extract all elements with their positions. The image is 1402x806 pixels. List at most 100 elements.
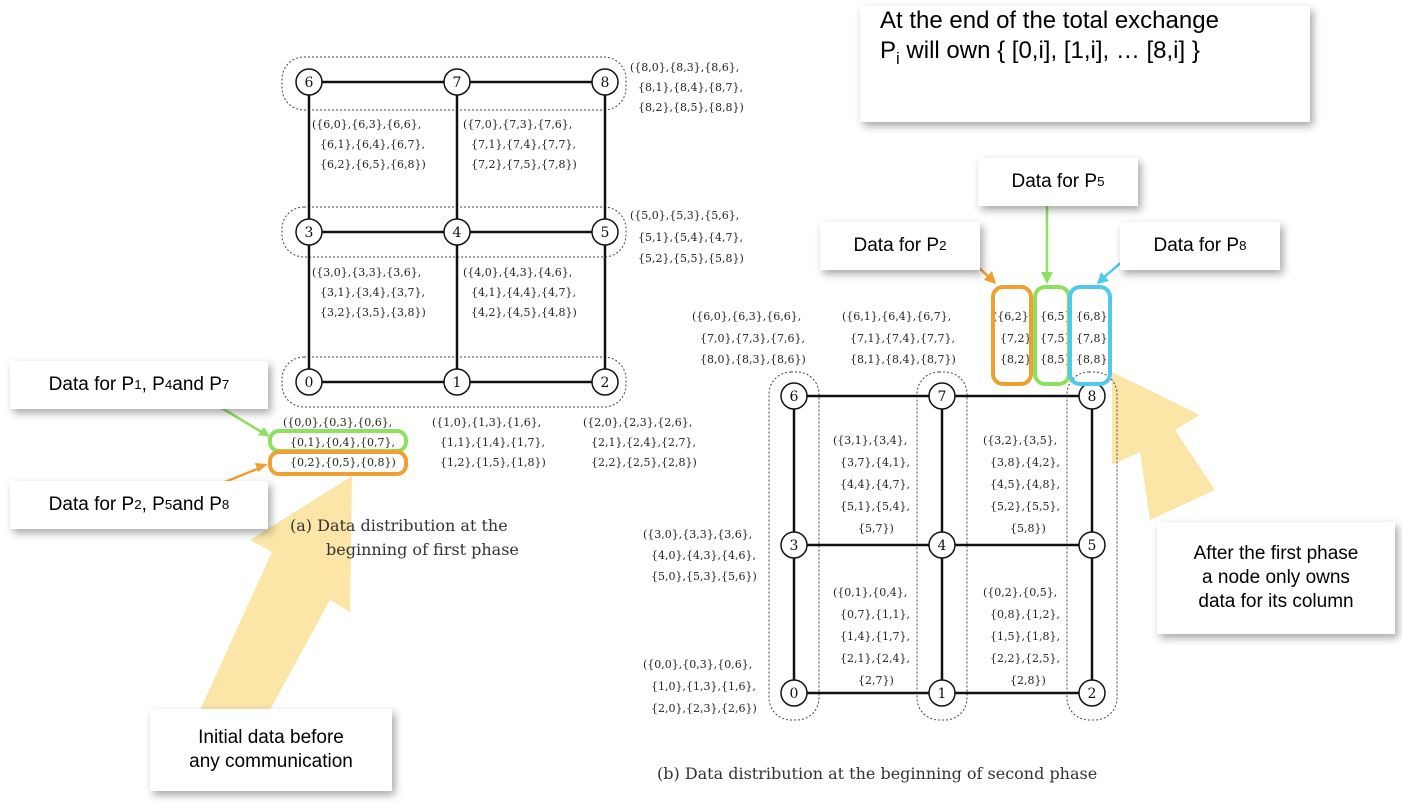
p2-node-1: 1 xyxy=(928,679,956,707)
svg-text:({3,2},{3,5},: ({3,2},{3,5}, xyxy=(983,434,1057,447)
svg-text:{7,8}: {7,8} xyxy=(1076,332,1108,345)
svg-text:5: 5 xyxy=(601,225,610,241)
svg-text:{5,2},{5,5},: {5,2},{5,5}, xyxy=(990,500,1060,513)
svg-text:{4,5},{4,8},: {4,5},{4,8}, xyxy=(990,478,1060,491)
svg-text:({6,0},{6,3},{6,6},: ({6,0},{6,3},{6,6}, xyxy=(692,310,801,323)
p1-data-4: ({4,0},{4,3},{4,6}, {4,1},{4,4},{4,7}, {… xyxy=(463,266,577,319)
caption-a-line1: (a) Data distribution at the xyxy=(290,516,508,535)
p2-node-4: 4 xyxy=(928,531,956,559)
svg-text:{8,1},{8,4},{8,7}): {8,1},{8,4},{8,7}) xyxy=(850,353,956,366)
svg-text:{3,8},{4,2},: {3,8},{4,2}, xyxy=(990,456,1060,469)
p2-node-8: 8 xyxy=(1078,382,1106,410)
top-note-line2: Pi will own { [0,i], [1,i], … [8,i] } xyxy=(880,37,1200,68)
p1-node-2: 2 xyxy=(591,368,619,396)
p1-data-8: ({8,0},{8,3},{8,6}, {8,1},{8,4},{8,7}, {… xyxy=(630,61,744,114)
p2-data-7: ({6,1},{6,4},{6,7}, {7,1},{7,4},{7,7}, {… xyxy=(842,310,956,366)
svg-text:({5,0},{5,3},{5,6},: ({5,0},{5,3},{5,6}, xyxy=(630,209,739,222)
p2-node-2: 2 xyxy=(1078,679,1106,707)
p2-data-5: ({3,2},{3,5}, {3,8},{4,2}, {4,5},{4,8}, … xyxy=(983,434,1060,535)
svg-text:3: 3 xyxy=(790,538,799,554)
svg-text:{7,0},{7,3},{7,6},: {7,0},{7,3},{7,6}, xyxy=(700,332,805,345)
svg-text:{1,4},{1,7},: {1,4},{1,7}, xyxy=(840,630,910,643)
p1-data-5: ({5,0},{5,3},{5,6}, {5,1},{5,4},{4,7}, {… xyxy=(630,209,744,265)
caption-a-line2: beginning of first phase xyxy=(326,540,519,559)
svg-text:{5,7}): {5,7}) xyxy=(858,522,894,535)
svg-text:{4,0},{4,3},{4,6},: {4,0},{4,3},{4,6}, xyxy=(651,549,756,562)
svg-text:{7,1},{7,4},{7,7},: {7,1},{7,4},{7,7}, xyxy=(471,138,576,151)
svg-text:{8,5}: {8,5} xyxy=(1040,353,1072,366)
svg-text:{4,1},{4,4},{4,7},: {4,1},{4,4},{4,7}, xyxy=(471,286,576,299)
svg-text:({6,0},{6,3},{6,6},: ({6,0},{6,3},{6,6}, xyxy=(312,118,421,131)
p2-data-3: ({3,0},{3,3},{3,6}, {4,0},{4,3},{4,6}, {… xyxy=(643,528,757,583)
svg-text:({4,0},{4,3},{4,6},: ({4,0},{4,3},{4,6}, xyxy=(463,266,572,279)
svg-text:{7,1},{7,4},{7,7},: {7,1},{7,4},{7,7}, xyxy=(850,332,955,345)
svg-text:{3,7},{4,1},: {3,7},{4,1}, xyxy=(840,456,910,469)
svg-text:{0,8},{1,2},: {0,8},{1,2}, xyxy=(990,608,1060,621)
svg-text:{3,1},{3,4},{3,7},: {3,1},{3,4},{3,7}, xyxy=(320,286,425,299)
svg-text:{2,1},{2,4},: {2,1},{2,4}, xyxy=(840,652,910,665)
col-group-right xyxy=(1066,371,1118,721)
svg-text:({0,0},{0,3},{0,6},: ({0,0},{0,3},{0,6}, xyxy=(643,658,752,671)
svg-text:8: 8 xyxy=(1088,389,1097,405)
p1-data-3: ({3,0},{3,3},{3,6}, {3,1},{3,4},{3,7}, {… xyxy=(312,266,426,319)
svg-text:4: 4 xyxy=(453,225,462,241)
svg-text:4: 4 xyxy=(938,538,947,554)
yellow-arrow-left xyxy=(200,476,352,710)
svg-text:{7,2}: {7,2} xyxy=(1000,332,1032,345)
row-group-middle xyxy=(281,206,627,258)
p2-data-1: ({0,1},{0,4}, {0,7},{1,1}, {1,4},{1,7}, … xyxy=(833,586,910,687)
p2-data-4: ({3,1},{3,4}, {3,7},{4,1}, {4,4},{4,7}, … xyxy=(833,434,910,535)
svg-text:({3,0},{3,3},{3,6},: ({3,0},{3,3},{3,6}, xyxy=(312,266,421,279)
svg-text:({3,1},{3,4},: ({3,1},{3,4}, xyxy=(833,434,907,447)
svg-text:{5,8}): {5,8}) xyxy=(1010,522,1046,535)
p1-data-1: ({1,0},{1,3},{1,6}, {1,1},{1,4},{1,7}, {… xyxy=(432,416,546,469)
p2-node-6: 6 xyxy=(780,382,808,410)
svg-text:({2,0},{2,3},{2,6},: ({2,0},{2,3},{2,6}, xyxy=(583,416,692,429)
svg-text:5: 5 xyxy=(1088,538,1097,554)
svg-text:{5,1},{5,4},: {5,1},{5,4}, xyxy=(840,500,910,513)
svg-text:1: 1 xyxy=(453,375,462,391)
p2-node-3: 3 xyxy=(780,531,808,559)
svg-text:{0,1},{0,4},{0,7},: {0,1},{0,4},{0,7}, xyxy=(290,436,395,449)
svg-text:{1,0},{1,3},{1,6},: {1,0},{1,3},{1,6}, xyxy=(651,680,756,693)
svg-text:1: 1 xyxy=(938,686,947,702)
p1-data-2: ({2,0},{2,3},{2,6}, {2,1},{2,4},{2,7}, {… xyxy=(583,416,697,469)
svg-text:{6,1},{6,4},{6,7},: {6,1},{6,4},{6,7}, xyxy=(320,138,425,151)
svg-text:{7,2},{7,5},{7,8}): {7,2},{7,5},{7,8}) xyxy=(471,158,577,171)
p2-data-8: ({6,2} {6,5} {6,8}, {7,2} {7,5} {7,8} {8… xyxy=(993,310,1112,366)
svg-text:3: 3 xyxy=(305,225,314,241)
p1-data-0: ({0,0},{0,3},{0,6}, {0,1},{0,4},{0,7}, {… xyxy=(283,416,396,469)
svg-text:{0,2},{0,5},{0,8}): {0,2},{0,5},{0,8}) xyxy=(290,456,396,469)
svg-text:{1,2},{1,5},{1,8}): {1,2},{1,5},{1,8}) xyxy=(440,456,546,469)
svg-text:6: 6 xyxy=(790,389,799,405)
callout-initial-data: Initial data before any communication xyxy=(150,709,392,791)
svg-text:0: 0 xyxy=(305,375,314,391)
svg-text:({8,0},{8,3},{8,6},: ({8,0},{8,3},{8,6}, xyxy=(630,61,739,74)
svg-text:{8,8}): {8,8}) xyxy=(1076,353,1112,366)
p2-node-7: 7 xyxy=(928,382,956,410)
p1-node-5: 5 xyxy=(591,218,619,246)
callout-after-first-phase: After the first phase a node only owns d… xyxy=(1157,522,1395,634)
p1-node-4: 4 xyxy=(443,218,471,246)
p1-node-8: 8 xyxy=(591,68,619,96)
svg-text:{8,2},{8,5},{8,8}): {8,2},{8,5},{8,8}) xyxy=(638,101,744,114)
svg-text:{8,0},{8,3},{8,6}): {8,0},{8,3},{8,6}) xyxy=(700,353,806,366)
p1-data-6: ({6,0},{6,3},{6,6}, {6,1},{6,4},{6,7}, {… xyxy=(312,118,426,171)
svg-text:{6,5}: {6,5} xyxy=(1040,310,1072,323)
p1-node-7: 7 xyxy=(443,68,471,96)
p2-node-5: 5 xyxy=(1078,531,1106,559)
top-note: At the end of the total exchange Pi will… xyxy=(860,6,1310,122)
svg-text:({0,1},{0,4},: ({0,1},{0,4}, xyxy=(833,586,907,599)
svg-text:{3,2},{3,5},{3,8}): {3,2},{3,5},{3,8}) xyxy=(320,306,426,319)
svg-text:{4,4},{4,7},: {4,4},{4,7}, xyxy=(840,478,910,491)
p2-data-0: ({0,0},{0,3},{0,6}, {1,0},{1,3},{1,6}, {… xyxy=(643,658,757,715)
svg-text:8: 8 xyxy=(601,75,610,91)
svg-text:{2,0},{2,3},{2,6}): {2,0},{2,3},{2,6}) xyxy=(651,702,757,715)
svg-text:({3,0},{3,3},{3,6},: ({3,0},{3,3},{3,6}, xyxy=(643,528,752,541)
svg-text:{5,2},{5,5},{5,8}): {5,2},{5,5},{5,8}) xyxy=(638,252,744,265)
